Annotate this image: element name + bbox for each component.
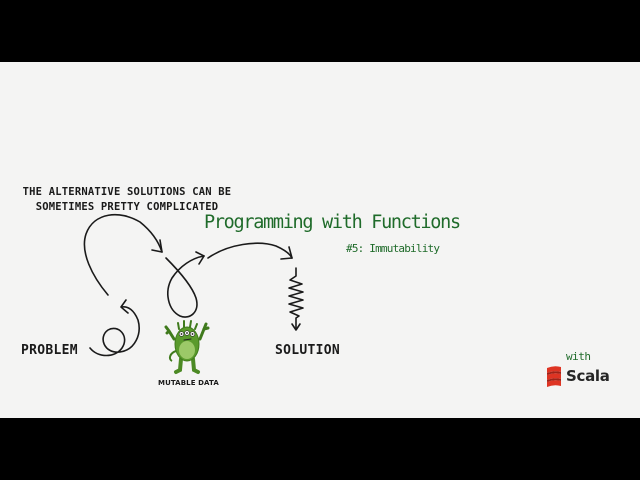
hand-drawn-arrows-icon: [83, 214, 304, 357]
solution-label: SOLUTION: [275, 343, 341, 358]
letterbox-top: [0, 0, 640, 62]
caption-line-1: THE ALTERNATIVE SOLUTIONS CAN BE: [22, 186, 232, 198]
caption-text: THE ALTERNATIVE SOLUTIONS CAN BE SOMETIM…: [22, 185, 232, 215]
problem-label: PROBLEM: [21, 343, 78, 358]
monster-icon: [164, 320, 210, 374]
caption-line-2: SOMETIMES PRETTY COMPLICATED: [35, 201, 219, 213]
slide-title: Programming with Functions: [204, 212, 461, 233]
slide-canvas: THE ALTERNATIVE SOLUTIONS CAN BE SOMETIM…: [0, 62, 640, 418]
scala-brand-label: Scala: [566, 367, 610, 385]
mutable-data-label: MUTABLE DATA: [158, 379, 219, 387]
slide-subtitle: #5: Immutability: [346, 242, 440, 255]
with-label: with: [566, 350, 591, 363]
scala-logo-icon: [547, 366, 561, 387]
letterbox-bottom: [0, 418, 640, 480]
